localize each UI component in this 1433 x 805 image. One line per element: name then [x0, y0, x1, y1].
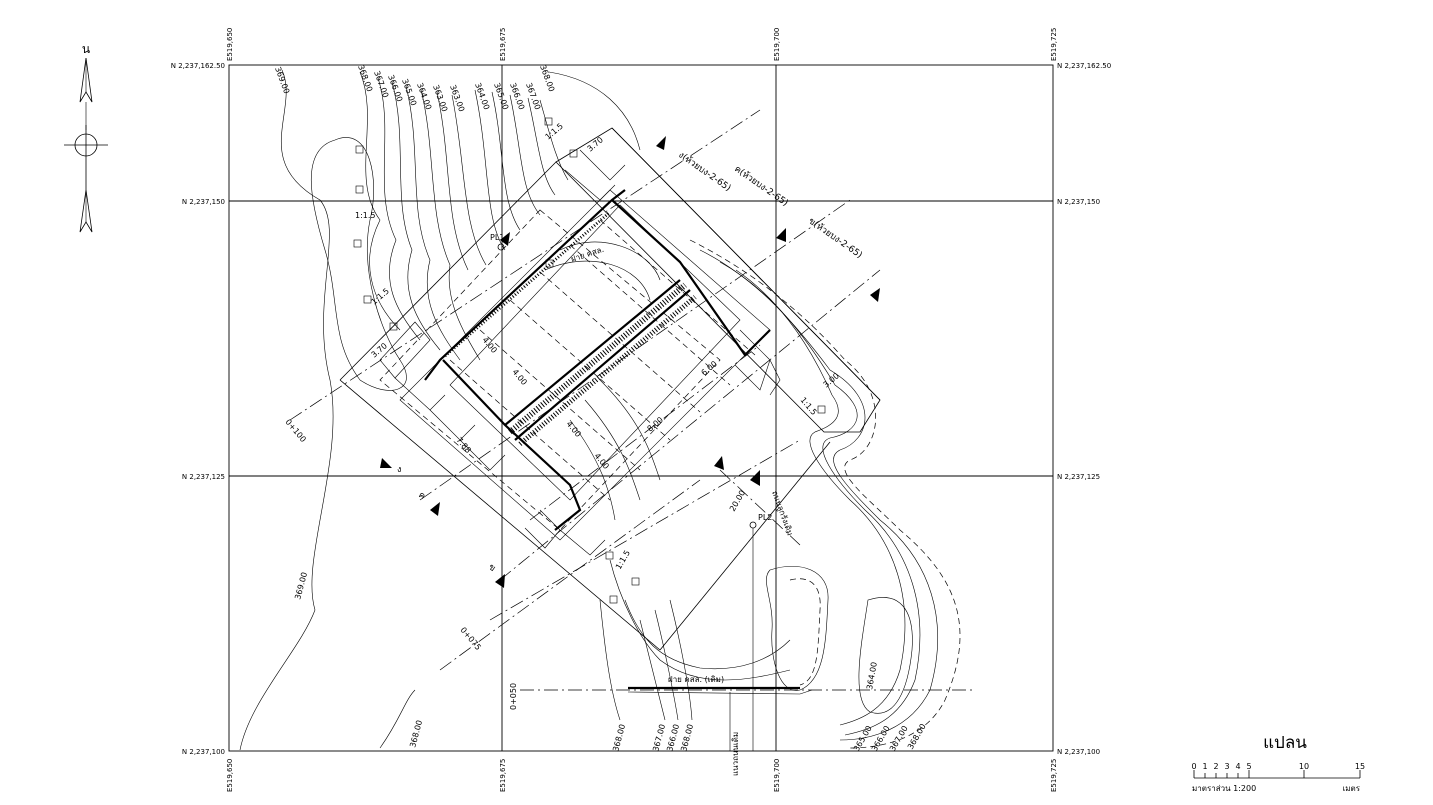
dim-400-d: 4.00: [592, 452, 610, 471]
dim-370-top: 3.70: [586, 135, 605, 153]
contour-label-bottom-368a: 368.00: [611, 723, 627, 752]
contour-label-top-368: 368.00: [356, 64, 374, 93]
north-arrow-label: น: [82, 42, 90, 56]
scale-bar: 0 1 2 3 4 5 10 15 มาตราส่วน 1:200 เมตร: [1191, 762, 1365, 793]
plan-title: แปลน: [1263, 733, 1307, 753]
dim-800: 8.00: [646, 415, 665, 433]
step-blocks: [379, 149, 781, 556]
section-arrow-ng-top: [656, 136, 666, 150]
grid-border: [228, 64, 1054, 752]
scale-tick-15: 15: [1355, 762, 1365, 771]
north-label-100: N 2,237,100: [182, 748, 225, 756]
north-label-100-right: N 2,237,100: [1057, 748, 1100, 756]
dim-slope-e: 1:1.5: [614, 549, 632, 571]
road-right-label: ถนนลูกรังเดิม: [769, 490, 794, 538]
scale-unit: เมตร: [1343, 784, 1361, 793]
east-label-650-bottom: E519,650: [226, 759, 234, 792]
contour-label-top-369: 369.00: [273, 66, 291, 95]
pl1-label: PL1: [490, 233, 504, 242]
title-block: แปลน 0 1 2 3 4 5 10 15 มาตราส่วน 1:200 เ…: [1191, 733, 1365, 793]
north-label-162-right: N 2,237,162.50: [1057, 62, 1111, 70]
section-label-kh-top: ค(ห้วยบง-2-65): [732, 163, 790, 208]
east-label-725-bottom: E519,725: [1050, 759, 1058, 792]
scale-tick-4: 4: [1235, 762, 1240, 771]
east-label-675-top: E519,675: [499, 28, 507, 61]
slope-hatch-markers: [353, 117, 826, 604]
apron-grid: [449, 219, 756, 501]
dim-300: 3.00: [822, 371, 841, 389]
east-label-675-bottom: E519,675: [499, 759, 507, 792]
dim-slope-d: 1:1.5: [798, 396, 818, 418]
pl2-label: PL2: [758, 513, 772, 522]
contour-label-right-368: 368.00: [906, 722, 928, 751]
contour-label-top-368b: 368.00: [538, 64, 556, 93]
contour-label-top-365: 365.00: [400, 78, 418, 107]
pl1-marker: [497, 243, 505, 251]
contour-label-right-364: 364.00: [865, 661, 879, 690]
dim-slope-a: 1:1.5: [355, 211, 376, 220]
east-label-650-top: E519,650: [226, 28, 234, 61]
scale-tick-3: 3: [1224, 762, 1229, 771]
scale-tick-5: 5: [1246, 762, 1251, 771]
dim-600: 6.00: [700, 359, 719, 377]
scale-tick-1: 1: [1202, 762, 1207, 771]
contour-label-bottom-left-368: 368.00: [408, 719, 424, 748]
stationing: 0+100 0+075 0+050: [283, 418, 518, 710]
section-label-ng: ง(ห้วยบง-2-65): [676, 149, 733, 193]
dim-788: 7.88: [454, 436, 472, 455]
road-bottom-label: แนวถนนเดิม: [731, 732, 740, 776]
contour-label-top-364b: 364.00: [473, 82, 491, 111]
east-label-700-bottom: E519,700: [773, 759, 781, 792]
contour-label-top-364: 364.00: [415, 82, 433, 111]
contour-lines: [239, 69, 961, 751]
scale-tick-2: 2: [1213, 762, 1218, 771]
north-label-150-right: N 2,237,150: [1057, 198, 1100, 206]
scale-text: มาตราส่วน 1:200: [1192, 784, 1256, 793]
section-arrow-kh2-top: [870, 288, 880, 302]
scale-tick-10: 10: [1299, 762, 1309, 771]
station-0050: 0+050: [509, 683, 518, 710]
contour-label-top-366: 366.00: [386, 74, 404, 103]
dim-400-a: 4.00: [480, 336, 498, 355]
section-label-ng-short: ง: [397, 465, 401, 475]
north-label-125-right: N 2,237,125: [1057, 473, 1100, 481]
section-label-kh2-short: ข: [486, 562, 497, 574]
station-0100: 0+100: [283, 418, 307, 445]
weir-old-label: ฝาย คสล. (เดิม): [668, 675, 724, 684]
north-arrow-icon: น: [64, 42, 108, 233]
east-label-700-top: E519,700: [773, 28, 781, 61]
contour-label-top-363a: 363.00: [431, 84, 449, 113]
north-label-125: N 2,237,125: [182, 473, 225, 481]
section-arrow-kh-bottom: [430, 502, 440, 516]
section-arrow-pl1: [500, 232, 510, 246]
dim-400-c: 4.00: [564, 420, 582, 439]
section-arrow-kh2-bottom: [495, 574, 505, 588]
coordinate-grid: N 2,237,162.50 N 2,237,150 N 2,237,125 N…: [171, 28, 1111, 792]
weir-crest-hatch: [508, 282, 697, 446]
section-label-kh-short: ค: [416, 490, 427, 502]
north-label-162: N 2,237,162.50: [171, 62, 225, 70]
section-arrow-ng-right: [714, 456, 724, 470]
contour-label-bottom-368b: 368.00: [679, 723, 695, 752]
contour-label-top-366b: 366.00: [508, 82, 526, 111]
north-label-150: N 2,237,150: [182, 198, 225, 206]
section-arrow-ng-right2: [750, 470, 760, 486]
contour-label-top-367: 367.00: [372, 70, 390, 99]
pl2-marker: [749, 521, 757, 529]
scale-tick-0: 0: [1191, 762, 1196, 771]
contour-label-top-363b: 363.00: [448, 84, 466, 113]
section-arrow-ng-bottom: [380, 458, 392, 468]
contour-label-left-369: 369.00: [293, 571, 309, 600]
contour-label-top-367b: 367.00: [524, 82, 542, 111]
east-label-725-top: E519,725: [1050, 28, 1058, 61]
dim-2000: 20.00: [728, 489, 747, 513]
section-arrow-kh-top: [776, 228, 786, 242]
section-label-kh-right: ข(ห้วยบง-2-65): [806, 215, 864, 260]
weir-structure: [339, 117, 881, 651]
